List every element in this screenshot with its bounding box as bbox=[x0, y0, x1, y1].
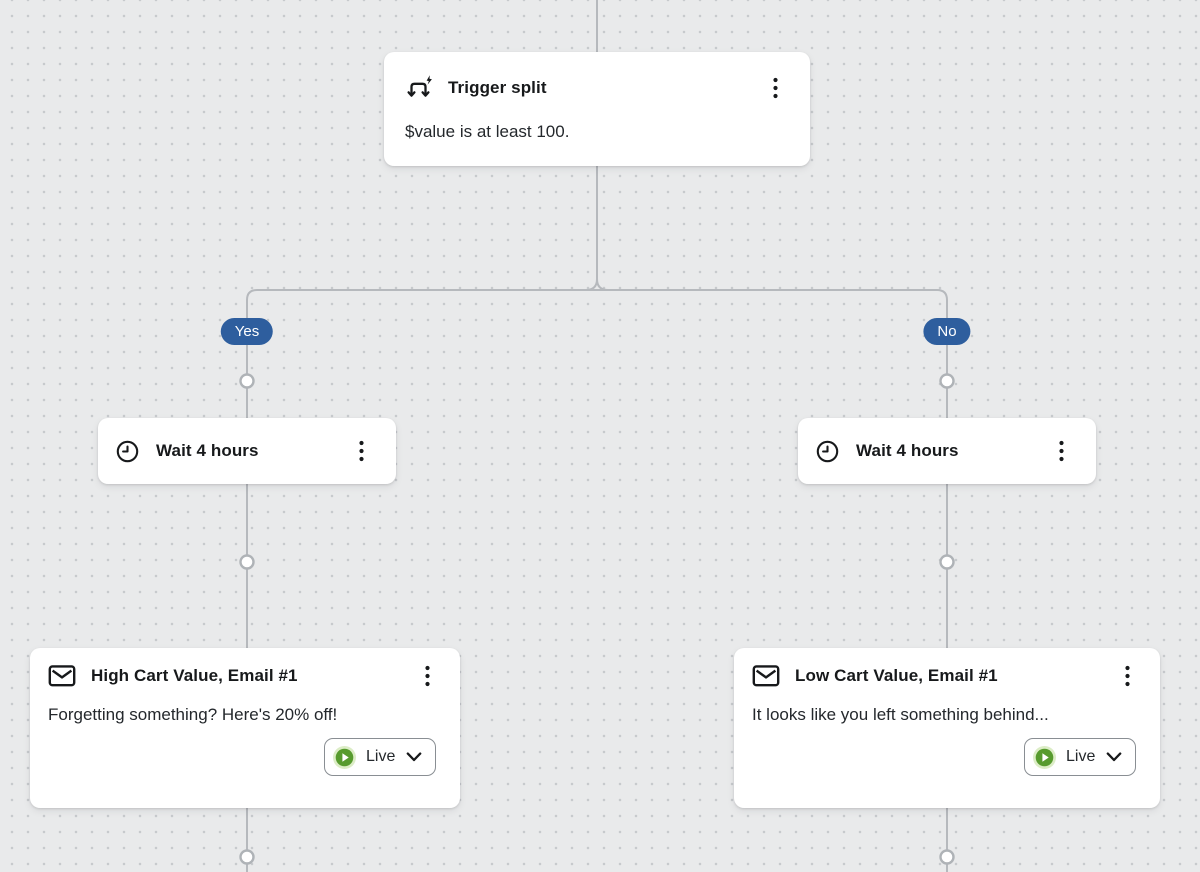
connector-node[interactable] bbox=[239, 554, 255, 570]
kebab-menu-icon bbox=[359, 440, 364, 462]
wait-card-no-branch[interactable]: Wait 4 hours bbox=[798, 418, 1096, 484]
status-row: Live bbox=[752, 738, 1136, 776]
email-card-header: Low Cart Value, Email #1 bbox=[752, 663, 1136, 689]
connector-node[interactable] bbox=[939, 554, 955, 570]
clock-icon bbox=[815, 439, 840, 464]
wait-card-menu-button[interactable] bbox=[353, 438, 370, 464]
trigger-split-icon bbox=[405, 74, 433, 101]
connector-node[interactable] bbox=[239, 373, 255, 389]
wait-card-yes-branch[interactable]: Wait 4 hours bbox=[98, 418, 396, 484]
email-card-menu-button[interactable] bbox=[419, 663, 436, 689]
trigger-split-menu-button[interactable] bbox=[767, 75, 784, 101]
email-card-menu-button[interactable] bbox=[1119, 663, 1136, 689]
connector-node[interactable] bbox=[939, 373, 955, 389]
email-card-header: High Cart Value, Email #1 bbox=[48, 663, 436, 689]
email-card-title: High Cart Value, Email #1 bbox=[91, 666, 298, 685]
trigger-split-card[interactable]: Trigger split $value is at least 100. bbox=[384, 52, 810, 166]
status-label: Live bbox=[366, 748, 396, 765]
connector-junction-right bbox=[596, 278, 609, 291]
envelope-icon bbox=[48, 664, 76, 688]
wait-card-menu-button[interactable] bbox=[1053, 438, 1070, 464]
branch-label-no: No bbox=[923, 318, 971, 345]
wait-card-title: Wait 4 hours bbox=[856, 441, 959, 460]
trigger-split-condition: $value is at least 100. bbox=[405, 122, 570, 141]
clock-icon bbox=[115, 439, 140, 464]
trigger-split-title: Trigger split bbox=[448, 77, 547, 97]
live-status-icon bbox=[333, 745, 356, 769]
connector-branch-lines bbox=[246, 289, 948, 872]
chevron-down-icon bbox=[406, 752, 422, 762]
kebab-menu-icon bbox=[1125, 665, 1130, 687]
email-status-dropdown[interactable]: Live bbox=[1024, 738, 1136, 776]
email-status-dropdown[interactable]: Live bbox=[324, 738, 436, 776]
email-subject: Forgetting something? Here's 20% off! bbox=[48, 705, 338, 724]
trigger-split-header: Trigger split bbox=[405, 74, 784, 101]
chevron-down-icon bbox=[1106, 752, 1122, 762]
envelope-icon bbox=[752, 664, 780, 688]
kebab-menu-icon bbox=[773, 77, 778, 99]
connector-junction-left bbox=[585, 278, 598, 291]
email-subject: It looks like you left something behind.… bbox=[752, 705, 1049, 724]
branch-label-yes: Yes bbox=[220, 318, 274, 345]
kebab-menu-icon bbox=[1059, 440, 1064, 462]
live-status-icon bbox=[1033, 745, 1056, 769]
connector-node[interactable] bbox=[939, 849, 955, 865]
status-row: Live bbox=[48, 738, 436, 776]
kebab-menu-icon bbox=[425, 665, 430, 687]
email-card-high-cart-value[interactable]: High Cart Value, Email #1 Forgetting som… bbox=[30, 648, 460, 808]
connector-node[interactable] bbox=[239, 849, 255, 865]
email-card-low-cart-value[interactable]: Low Cart Value, Email #1 It looks like y… bbox=[734, 648, 1160, 808]
email-card-title: Low Cart Value, Email #1 bbox=[795, 666, 998, 685]
status-label: Live bbox=[1066, 748, 1096, 765]
wait-card-title: Wait 4 hours bbox=[156, 441, 259, 460]
